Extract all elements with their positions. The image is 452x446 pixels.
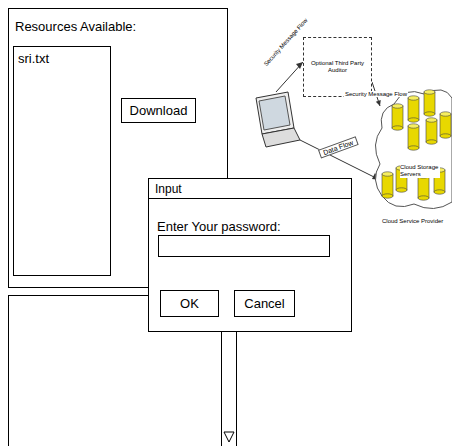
flow-label: Data Flow: [318, 136, 358, 158]
download-button: Download: [121, 98, 196, 123]
node-label: Optional Third Party Auditor: [304, 60, 371, 74]
auditor-box: Optional Third Party Auditor: [303, 37, 372, 97]
node-label: OK: [161, 296, 218, 311]
cloud-outline: [374, 84, 452, 214]
node-label: Resources Available:: [15, 19, 136, 34]
node-heading: Cloud Storage Servers: [400, 164, 440, 178]
input-dialog: InputEnter Your password: OK Cancel: [148, 178, 352, 332]
cloud-shape: Cloud Storage ServersCloud Service Provi…: [374, 84, 452, 232]
file-list: sri.txt: [13, 46, 111, 276]
scroll-arrow: [224, 432, 234, 442]
node-label: Enter Your password:: [157, 219, 281, 234]
laptop-icon: [256, 92, 300, 147]
flow-line: [276, 62, 303, 92]
arrowhead: [296, 62, 303, 69]
node-label: Cloud Service Provider: [382, 218, 443, 224]
edge-label: Security Message Flow: [344, 91, 408, 97]
node-label: sri.txt: [18, 51, 49, 66]
cancel-button: Cancel: [234, 290, 295, 317]
password-field: [158, 235, 330, 257]
node-label: Download: [122, 103, 195, 118]
node-heading: Input: [155, 182, 182, 196]
ok-button: OK: [160, 290, 219, 317]
node-label: Cancel: [235, 296, 294, 311]
